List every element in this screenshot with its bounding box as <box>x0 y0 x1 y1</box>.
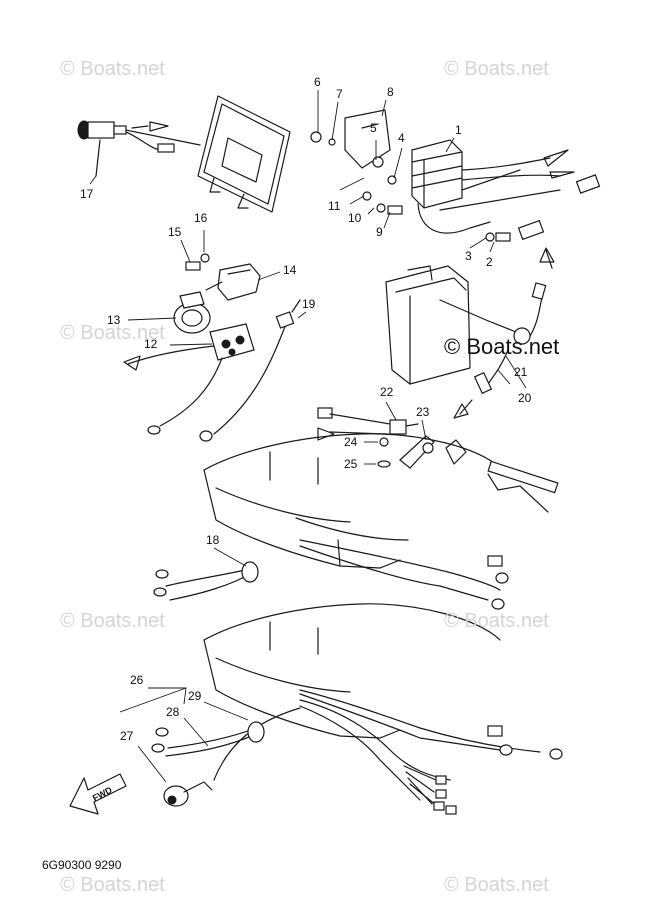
callout-6: 6 <box>314 75 321 89</box>
callout-21: 21 <box>514 365 528 379</box>
harness-18 <box>153 539 509 610</box>
callout-5: 5 <box>370 121 377 135</box>
callout-19: 19 <box>302 297 316 311</box>
callout-15: 15 <box>168 225 182 239</box>
upper-cowling <box>203 433 559 569</box>
callout-24: 24 <box>344 435 358 449</box>
watermark: © Boats.net <box>60 610 165 632</box>
watermark: © Boats.net <box>444 58 549 80</box>
watermark: © Boats.net <box>444 610 549 632</box>
leader-lines <box>89 90 527 783</box>
callout-2: 2 <box>486 255 493 269</box>
callout-14: 14 <box>283 263 297 277</box>
center-watermark: © Boats.net <box>444 334 560 359</box>
callout-4: 4 <box>398 131 405 145</box>
callout-18: 18 <box>206 533 220 547</box>
callout-10: 10 <box>348 211 362 225</box>
callout-12: 12 <box>144 337 158 351</box>
callout-20: 20 <box>518 391 532 405</box>
switch-panel <box>197 95 291 213</box>
callout-23: 23 <box>416 405 430 419</box>
callout-26: 26 <box>130 673 144 687</box>
watermark: © Boats.net <box>444 874 549 896</box>
callout-11: 11 <box>328 199 341 213</box>
diagram-code: 6G90300 9290 <box>42 858 122 872</box>
thermo-switch <box>317 407 467 469</box>
lower-cowling <box>203 603 501 739</box>
key-switch <box>77 120 201 177</box>
callout-7: 7 <box>336 87 343 101</box>
main-harness <box>151 689 563 815</box>
watermark: © Boats.net <box>60 874 165 896</box>
callout-28: 28 <box>166 705 180 719</box>
relay-assembly <box>123 291 301 442</box>
callout-9: 9 <box>376 225 383 239</box>
callout-22: 22 <box>380 385 394 399</box>
callout-13: 13 <box>107 313 121 327</box>
callout-25: 25 <box>344 457 358 471</box>
rectifier-regulator <box>310 109 601 242</box>
callout-8: 8 <box>387 85 394 99</box>
callout-29: 29 <box>188 689 202 703</box>
callout-3: 3 <box>465 249 472 263</box>
callout-1: 1 <box>455 123 462 137</box>
watermark: © Boats.net <box>60 322 165 344</box>
callout-27: 27 <box>120 729 134 743</box>
watermark: © Boats.net <box>60 58 165 80</box>
battery-box <box>385 247 555 419</box>
fwd-arrow <box>69 773 127 815</box>
callout-17: 17 <box>80 187 94 201</box>
bracket <box>185 253 261 301</box>
callout-16: 16 <box>194 211 208 225</box>
